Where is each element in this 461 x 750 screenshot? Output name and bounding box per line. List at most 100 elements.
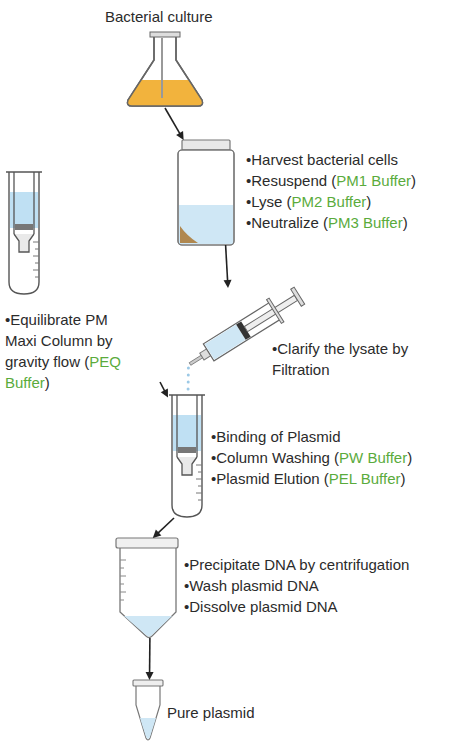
drip-connector	[188, 368, 189, 395]
step-label: )	[407, 449, 412, 466]
step-text: Pure plasmid	[167, 702, 255, 723]
drawing-part	[120, 560, 126, 561]
arrow-connector	[146, 638, 154, 680]
drawing-part	[136, 686, 160, 740]
step-label: •Clarify the lysate by Filtration	[272, 340, 408, 378]
step-label: )	[366, 193, 371, 210]
step-label: •Column Washing (	[211, 449, 339, 466]
microtube-illustration	[133, 680, 163, 740]
drawing-part	[180, 226, 198, 243]
step-label: •Harvest bacterial cells	[246, 151, 398, 168]
step-label: Pure plasmid	[167, 704, 255, 721]
step-label: •Lyse (	[246, 193, 292, 210]
microtube-step: Pure plasmid	[133, 680, 163, 742]
connector-line	[226, 245, 228, 282]
step-label: •Resuspend (	[246, 172, 336, 189]
arrow-connector	[160, 382, 168, 397]
text-line: •Resuspend (PM1 Buffer)	[246, 170, 416, 191]
bottle-step: •Harvest bacterial cells•Resuspend (PM1 …	[178, 140, 234, 245]
arrow-head	[224, 280, 232, 288]
flask-step: Bacterial culture	[125, 30, 205, 108]
buffer-name: PM2 Buffer	[292, 193, 367, 210]
drawing-part	[244, 295, 297, 331]
drawing-part	[133, 680, 163, 686]
drawing-part	[120, 576, 126, 577]
drawing-part	[120, 568, 124, 569]
bottle-illustration	[178, 140, 234, 245]
drawing-part	[267, 298, 284, 323]
step-label: )	[403, 214, 408, 231]
step-text: •Binding of Plasmid •Column Washing (PW B…	[211, 426, 412, 489]
text-line: •Wash plasmid DNA	[184, 575, 409, 596]
text-line: •Clarify the lysate by Filtration	[272, 338, 444, 380]
arrow-connector	[153, 518, 174, 538]
step-label: Bacterial culture	[105, 8, 213, 25]
step-text: •Precipitate DNA by centrifugation •Wash …	[184, 554, 409, 617]
text-line: •Harvest bacterial cells	[246, 149, 416, 170]
drawing-part	[120, 548, 176, 638]
drawing-part	[120, 600, 124, 601]
drawing-part	[120, 592, 126, 593]
text-line: •Equilibrate PM Maxi Column by gravity f…	[5, 309, 135, 393]
text-line: •Column Washing (PW Buffer)	[211, 447, 412, 468]
drawing-part	[161, 38, 163, 98]
text-line: •Binding of Plasmid	[211, 426, 412, 447]
text-line: •Dissolve plasmid DNA	[184, 596, 409, 617]
buffer-name: PM3 Buffer	[328, 214, 403, 231]
connector-line	[149, 638, 151, 674]
arrow-head	[153, 530, 162, 538]
drawing-part	[128, 37, 203, 106]
arrow-head	[146, 672, 154, 680]
step-text: Bacterial culture	[105, 6, 213, 27]
buffer-name: PM1 Buffer	[336, 172, 411, 189]
arrow-connector	[224, 245, 232, 288]
step-label: •Plasmid Elution (	[211, 470, 329, 487]
step-text: •Equilibrate PM Maxi Column by gravity f…	[5, 309, 135, 393]
drawing-part	[179, 205, 233, 244]
drawing-part	[178, 150, 234, 245]
arrow-head	[176, 131, 183, 140]
drawing-part	[128, 37, 203, 106]
drawing-part	[120, 584, 124, 585]
flask-illustration	[128, 32, 203, 106]
drawing-part	[116, 538, 178, 548]
step-label: •Dissolve plasmid DNA	[184, 598, 338, 615]
drawing-part	[120, 560, 126, 600]
text-line: •Precipitate DNA by centrifugation	[184, 554, 409, 575]
drawing-part	[124, 616, 172, 637]
drawing-part	[178, 150, 234, 245]
column-illustration	[169, 395, 205, 517]
column-step: •Binding of Plasmid•Column Washing (PW B…	[168, 395, 208, 518]
tube-step: •Precipitate DNA by centrifugation•Wash …	[118, 538, 176, 638]
text-line: •Lyse (PM2 Buffer)	[246, 191, 416, 212]
text-line: •Neutralize (PM3 Buffer)	[246, 212, 416, 233]
arrow-head	[161, 389, 168, 398]
step-label: )	[411, 172, 416, 189]
drawing-part	[140, 718, 156, 739]
arrow-connector	[165, 108, 184, 140]
syringe-step: •Clarify the lysate by Filtration	[186, 288, 306, 368]
step-text: •Harvest bacterial cells •Resuspend (PM1 …	[246, 149, 416, 233]
step-label: •Binding of Plasmid	[211, 428, 341, 445]
tube-illustration	[116, 538, 178, 638]
connector-line	[187, 368, 190, 395]
step-label: •Neutralize (	[246, 214, 328, 231]
step-label: )	[401, 470, 406, 487]
connector-line	[157, 518, 174, 534]
step-label: )	[45, 374, 50, 391]
step-label: •Wash plasmid DNA	[184, 577, 319, 594]
drawing-part	[291, 287, 305, 306]
text-line: Pure plasmid	[167, 702, 255, 723]
buffer-name: PEL Buffer	[329, 470, 401, 487]
equilibrate-step: •Equilibrate PM Maxi Column by gravity f…	[3, 170, 160, 382]
buffer-name: PW Buffer	[339, 449, 407, 466]
text-line: •Plasmid Elution (PEL Buffer)	[211, 468, 412, 489]
step-text: •Clarify the lysate by Filtration	[272, 338, 444, 380]
drawing-part	[150, 32, 180, 37]
connector-line	[165, 108, 181, 135]
text-line: Bacterial culture	[105, 6, 213, 27]
drawing-part	[182, 140, 230, 150]
